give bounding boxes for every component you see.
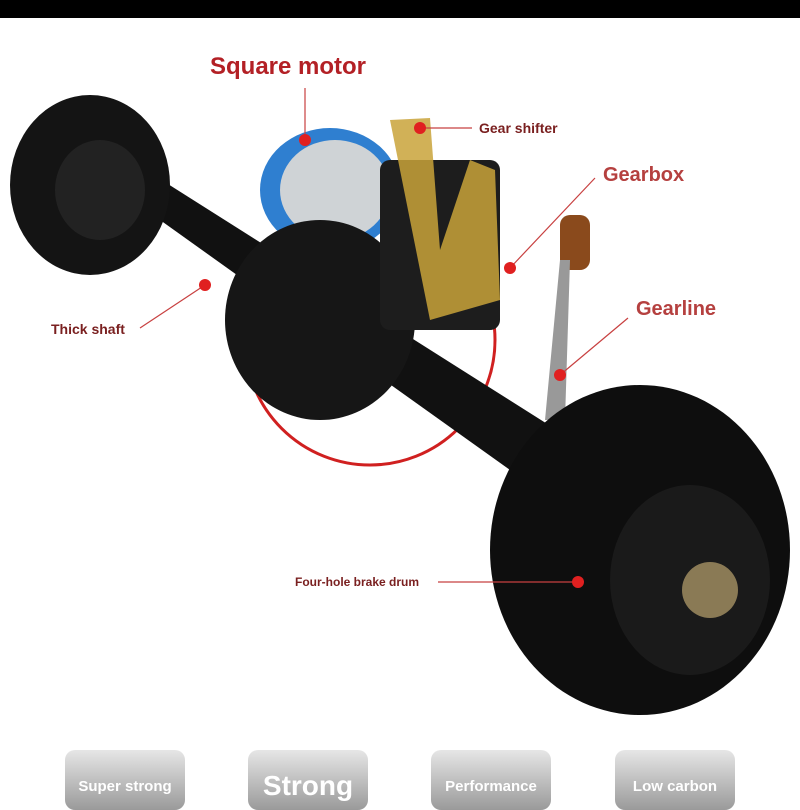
gear-lever-knob	[560, 215, 590, 270]
label-square-motor: Square motor	[210, 53, 367, 80]
feature-card-super-strong: Super strong	[65, 750, 185, 810]
feature-label: Strong	[262, 770, 354, 801]
feature-label: Performance	[445, 778, 537, 795]
marker-dots	[199, 122, 584, 588]
differential-housing	[225, 220, 415, 420]
label-gearbox: Gearbox	[603, 164, 685, 186]
feature-card-performance: Performance	[431, 750, 551, 810]
top-banner	[0, 0, 800, 18]
feature-card-low-carbon: Low carbon	[615, 750, 735, 810]
feature-label: Low carbon	[632, 778, 718, 795]
label-gearline: Gearline	[636, 298, 717, 320]
gear-shifter	[390, 118, 500, 320]
feature-label: Super strong	[78, 778, 172, 795]
label-thick-shaft: Thick shaft	[51, 321, 125, 337]
feature-card-strong: Strong	[248, 750, 368, 810]
label-brake-drum: Four-hole brake drum	[295, 575, 420, 589]
label-gear-shifter: Gear shifter	[479, 120, 558, 136]
